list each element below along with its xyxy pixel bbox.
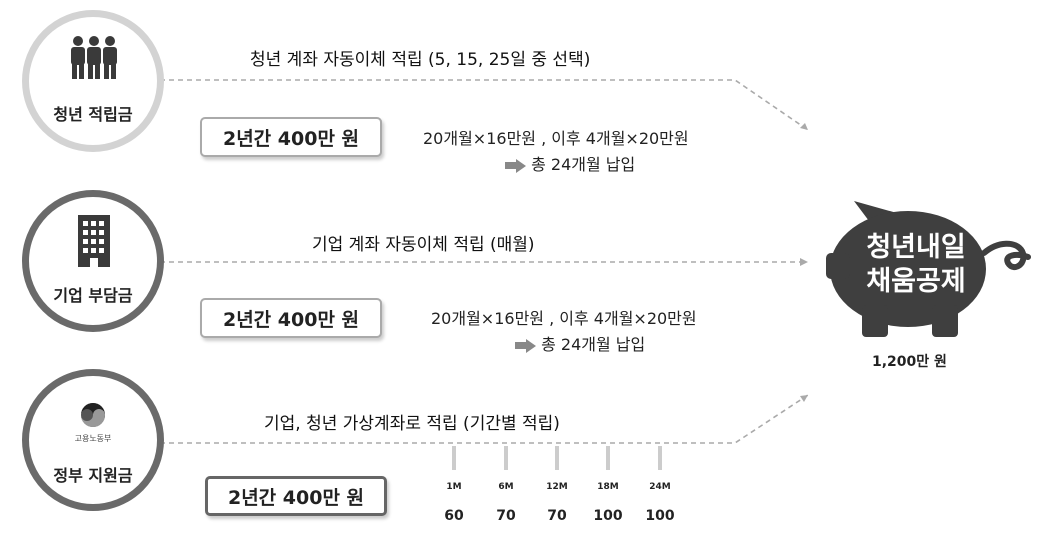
- payment-detail-company: 20개월×16만원 , 이후 4개월×20만원: [431, 309, 697, 328]
- schedule-tick: [504, 446, 508, 470]
- amount-box-youth: 2년간 400만 원: [200, 117, 382, 157]
- schedule-value: 100: [593, 508, 623, 524]
- schedule-value: 100: [645, 508, 675, 524]
- arrow-right-icon: [505, 162, 517, 169]
- payment-detail-youth: 20개월×16만원 , 이후 4개월×20만원: [423, 129, 689, 148]
- arrowhead-youth: [800, 123, 808, 130]
- row-heading-government: 기업, 청년 가상계좌로 적립 (기간별 적립): [264, 414, 560, 434]
- piggy-title-line2: 채움공제: [866, 266, 966, 297]
- piggy-bank-title: 청년내일 채움공제: [856, 231, 976, 299]
- amount-box-company: 2년간 400만 원: [200, 298, 382, 338]
- connector-line-youth: [160, 79, 809, 131]
- piggy-title-line1: 청년내일: [866, 232, 966, 263]
- schedule-tick: [606, 446, 610, 470]
- arrowhead-government: [800, 395, 808, 402]
- row-heading-youth: 청년 계좌 자동이체 적립 (5, 15, 25일 중 선택): [250, 50, 591, 70]
- schedule-tick: [658, 446, 662, 470]
- schedule-tick: [555, 446, 559, 470]
- company-contribution-label: 기업 부담금: [53, 286, 133, 305]
- arrow-right-icon: [515, 342, 527, 349]
- government-support-circle: 고용노동부 정부 지원금: [22, 369, 164, 511]
- schedule-value: 60: [444, 508, 464, 524]
- schedule-month: 1M: [446, 482, 462, 492]
- schedule-month: 12M: [546, 482, 568, 492]
- company-contribution-circle: 기업 부담금: [22, 190, 164, 332]
- payment-total-youth: 총 24개월 납입: [505, 151, 635, 175]
- schedule-value: 70: [547, 508, 567, 524]
- payment-total-text: 총 24개월 납입: [531, 155, 636, 174]
- ministry-logo-text: 고용노동부: [74, 434, 112, 443]
- connector-line-government: [160, 394, 809, 444]
- total-amount: 1,200만 원: [872, 354, 947, 370]
- government-emblem-icon: [81, 403, 105, 427]
- schedule-month: 18M: [597, 482, 619, 492]
- arrow-head-icon: [516, 158, 526, 173]
- payment-total-company: 총 24개월 납입: [515, 331, 645, 355]
- schedule-month: 6M: [498, 482, 514, 492]
- arrowhead-company: [800, 258, 808, 266]
- piggy-bank-icon: [826, 201, 1031, 337]
- people-icon: [71, 36, 117, 79]
- row-heading-company: 기업 계좌 자동이체 적립 (매월): [312, 235, 535, 255]
- youth-savings-circle: 청년 적립금: [22, 10, 164, 152]
- youth-savings-label: 청년 적립금: [53, 105, 133, 124]
- schedule-tick: [452, 446, 456, 470]
- building-icon: [78, 215, 110, 267]
- government-support-label: 정부 지원금: [53, 466, 133, 485]
- amount-box-government: 2년간 400만 원: [205, 476, 387, 516]
- schedule-month: 24M: [649, 482, 671, 492]
- payment-total-text: 총 24개월 납입: [541, 335, 646, 354]
- arrow-head-icon: [526, 338, 536, 353]
- schedule-value: 70: [496, 508, 516, 524]
